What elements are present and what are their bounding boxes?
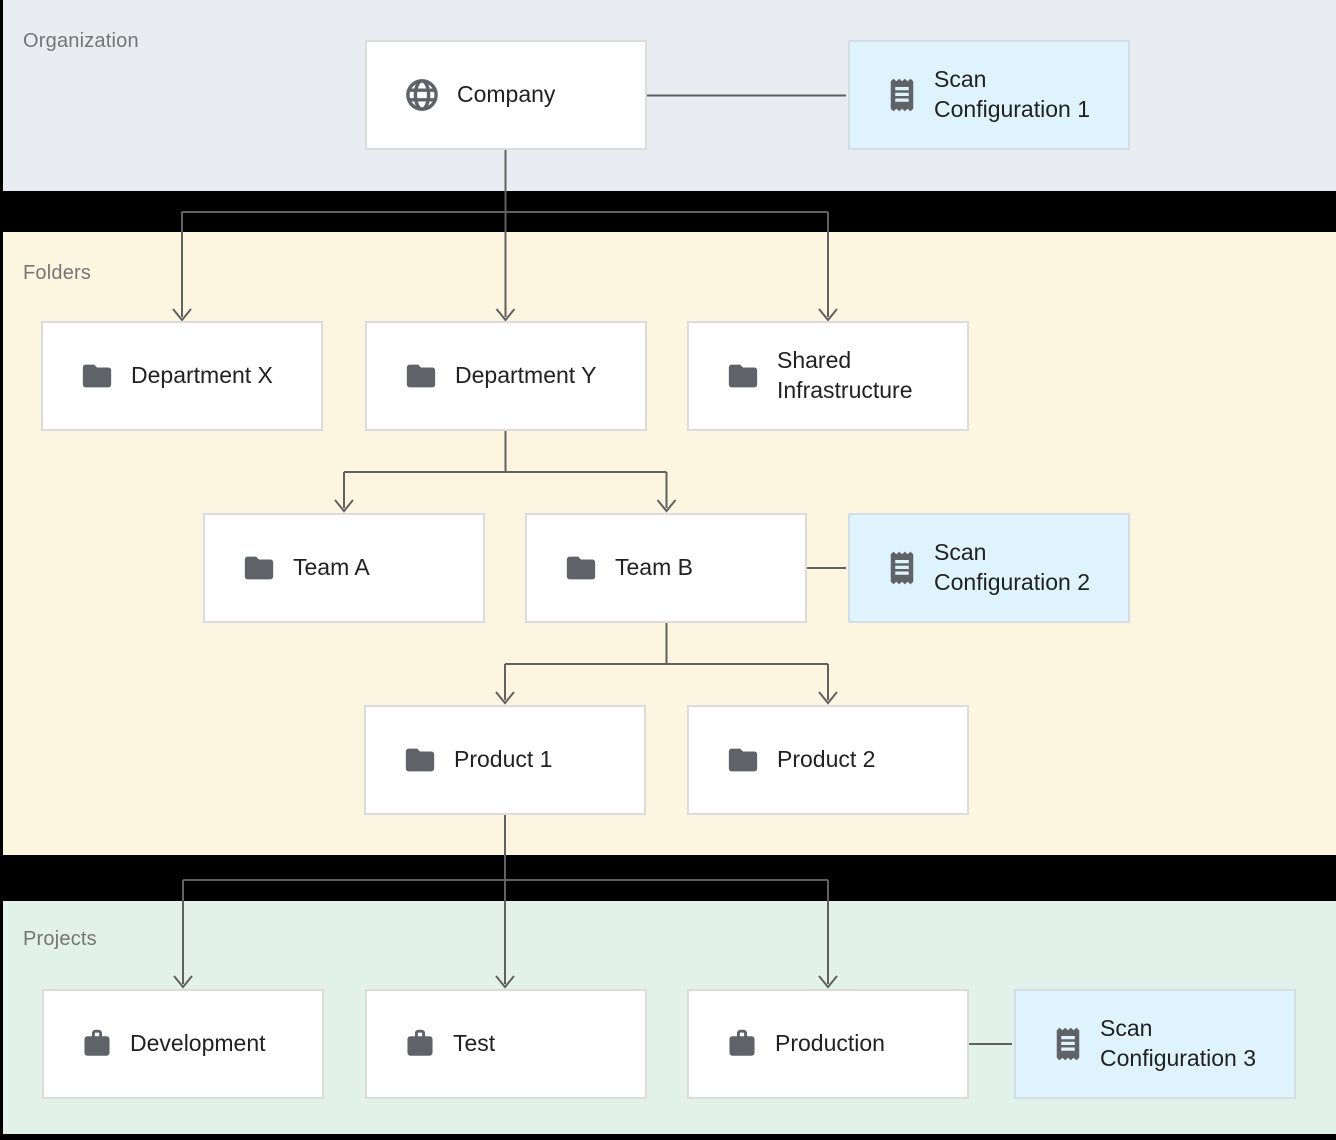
arrowhead-production [818,975,838,989]
node-product-1: Product 1 [364,705,646,815]
edge-company-to-folders [181,150,829,317]
projects-section-label: Projects [23,928,97,950]
arrowhead-shared-infrastructure [818,308,838,322]
arrowhead-team-a [334,499,354,513]
folder-icon [80,359,114,393]
folder-icon [404,359,438,393]
node-label: Team B [615,554,693,581]
node-test: Test [365,989,647,1099]
edge-product-1-to-projects [182,815,829,984]
node-team-a: Team A [203,513,485,623]
node-label: Scan Configuration 2 [934,539,1090,595]
node-label: Production [775,1030,885,1057]
node-label: Product 1 [454,746,553,773]
arrowhead-team-b [656,499,677,513]
node-product-2: Product 2 [687,705,969,815]
node-label: Scan Configuration 3 [1100,1015,1256,1071]
node-company: Company [365,40,647,150]
folders-section-label: Folders [23,262,92,284]
folder-icon [564,551,598,585]
arrowhead-test [495,975,515,989]
arrowhead-department-x [172,308,192,322]
edge-department-y-to-teams [343,431,668,508]
node-development: Development [42,989,324,1099]
briefcase-icon [726,1028,758,1060]
node-team-b: Team B [525,513,807,623]
node-label: Scan Configuration 1 [934,66,1090,122]
node-label: Product 2 [777,746,876,773]
node-department-x: Department X [41,321,323,431]
node-scan-configuration-2: Scan Configuration 2 [848,513,1130,623]
arrowhead-department-y [495,308,516,322]
receipt-icon [887,76,917,114]
briefcase-icon [404,1028,436,1060]
node-label: Team A [293,554,370,581]
arrowhead-product-1 [495,691,515,705]
organization-section-label: Organization [23,30,139,52]
arrowhead-product-2 [818,691,838,705]
receipt-icon [887,549,917,587]
node-label: Department Y [455,362,597,389]
node-shared-infrastructure: Shared Infrastructure [687,321,969,431]
briefcase-icon [81,1028,113,1060]
folder-icon [726,743,760,777]
node-label: Shared Infrastructure [777,347,913,403]
node-department-y: Department Y [365,321,647,431]
globe-icon [404,77,440,113]
receipt-icon [1053,1025,1083,1063]
arrowhead-development [173,975,193,989]
node-label: Department X [131,362,273,389]
node-label: Company [457,81,556,108]
folder-icon [242,551,276,585]
node-label: Test [453,1030,496,1057]
node-label: Development [130,1030,266,1057]
node-production: Production [687,989,969,1099]
edge-team-b-to-products [504,623,829,700]
folder-icon [726,359,760,393]
folder-icon [403,743,437,777]
node-scan-configuration-3: Scan Configuration 3 [1014,989,1296,1099]
node-scan-configuration-1: Scan Configuration 1 [848,40,1130,150]
